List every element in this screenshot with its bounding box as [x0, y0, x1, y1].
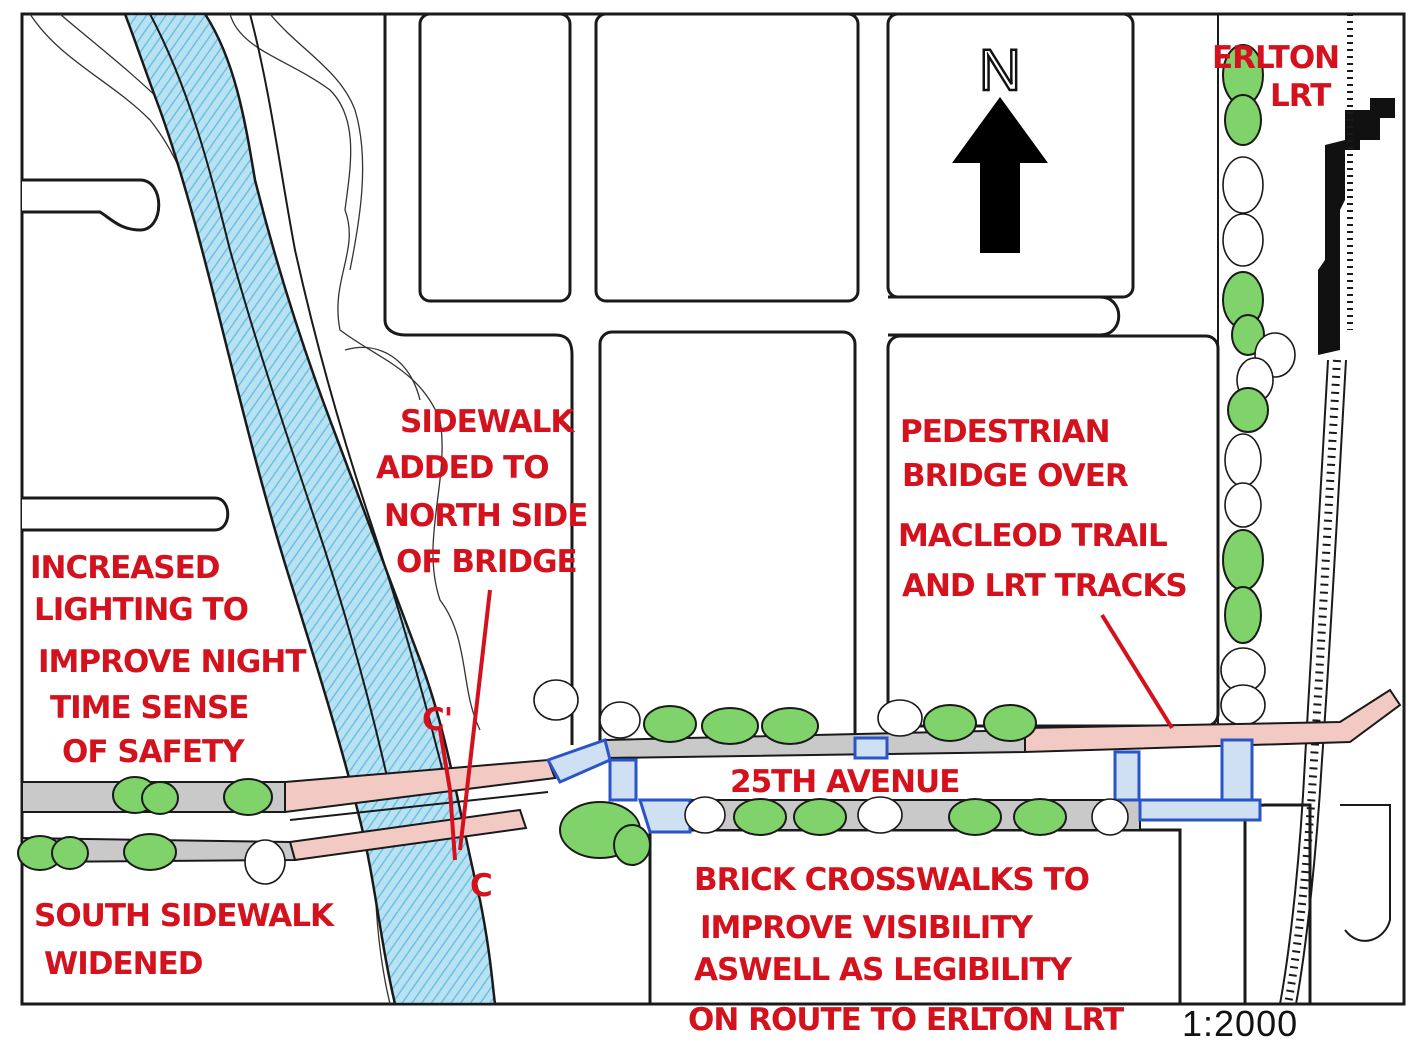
avenue-north-walk-red — [1024, 688, 1402, 754]
annotation-pedestrian-bridge: PEDESTRIAN BRIDGE OVER MACLEOD TRAIL AND… — [898, 414, 1188, 730]
svg-text:ERLTON: ERLTON — [1212, 40, 1339, 76]
avenue-trees — [17, 679, 1129, 885]
annotation-south-sidewalk: SOUTH SIDEWALK WIDENED — [34, 898, 336, 982]
svg-text:MACLEOD TRAIL: MACLEOD TRAIL — [898, 518, 1167, 554]
svg-text:ADDED TO: ADDED TO — [376, 450, 549, 486]
svg-text:SIDEWALK: SIDEWALK — [400, 404, 575, 440]
north-label: N — [979, 38, 1021, 103]
east-tree-row — [1220, 44, 1296, 726]
west-cul-de-sac-south — [22, 496, 230, 532]
svg-text:NORTH SIDE: NORTH SIDE — [384, 498, 587, 534]
brick-crosswalks — [545, 736, 1262, 834]
erlton-lrt-label: ERLTON LRT — [1212, 40, 1340, 114]
street-label-25th-avenue: 25TH AVENUE — [730, 764, 959, 800]
svg-text:BRICK CROSSWALKS TO: BRICK CROSSWALKS TO — [694, 862, 1089, 898]
svg-text:BRIDGE OVER: BRIDGE OVER — [902, 458, 1129, 494]
annotation-increased-lighting: INCREASED LIGHTING TO IMPROVE NIGHT TIME… — [30, 550, 307, 770]
section-label-north: C' — [422, 702, 452, 738]
svg-text:LIGHTING TO: LIGHTING TO — [34, 592, 248, 628]
svg-text:ASWELL AS LEGIBILITY: ASWELL AS LEGIBILITY — [694, 952, 1073, 988]
annotation-brick-crosswalks: BRICK CROSSWALKS TO IMPROVE VISIBILITY A… — [688, 862, 1125, 1038]
north-arrow: N — [952, 37, 1048, 253]
city-blocks — [383, 12, 1391, 1006]
svg-text:IMPROVE VISIBILITY: IMPROVE VISIBILITY — [700, 910, 1033, 946]
elbow-river — [123, 12, 497, 1006]
svg-text:AND LRT TRACKS: AND LRT TRACKS — [902, 568, 1187, 604]
west-cul-de-sac-north — [22, 178, 161, 232]
svg-text:LRT: LRT — [1270, 78, 1331, 114]
section-cut-line: C' C — [422, 702, 493, 904]
svg-text:ON ROUTE TO ERLTON LRT: ON ROUTE TO ERLTON LRT — [688, 1002, 1124, 1038]
svg-text:OF BRIDGE: OF BRIDGE — [396, 544, 577, 580]
svg-text:PEDESTRIAN: PEDESTRIAN — [900, 414, 1110, 450]
svg-text:IMPROVE NIGHT: IMPROVE NIGHT — [38, 644, 306, 680]
annotation-sidewalk-added: SIDEWALK ADDED TO NORTH SIDE OF BRIDGE — [376, 404, 588, 851]
svg-text:SOUTH SIDEWALK: SOUTH SIDEWALK — [34, 898, 335, 934]
river-bank-west — [149, 13, 391, 791]
svg-text:TIME SENSE: TIME SENSE — [50, 690, 248, 726]
river-bank-east — [249, 13, 446, 781]
section-label-south: C — [470, 868, 492, 904]
svg-text:OF SAFETY: OF SAFETY — [62, 734, 245, 770]
scale-label: 1:2000 — [1182, 1003, 1298, 1044]
svg-text:WIDENED: WIDENED — [44, 946, 203, 982]
svg-text:INCREASED: INCREASED — [30, 550, 220, 586]
